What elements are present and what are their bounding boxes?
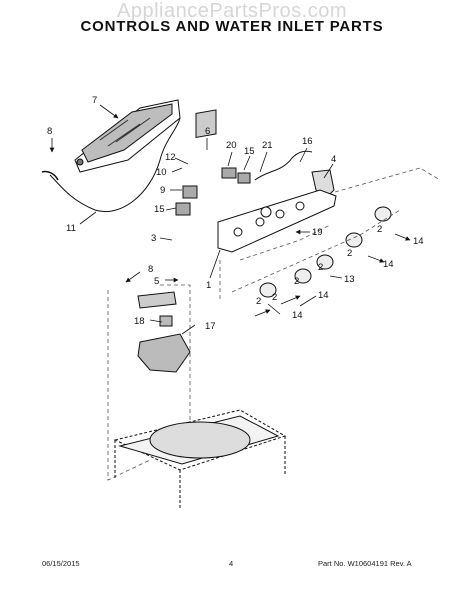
callout-1: 1 — [206, 280, 211, 291]
callout-2e: 2 — [272, 292, 277, 303]
callout-3: 3 — [151, 233, 156, 244]
harness-plug — [41, 170, 59, 181]
callout-4: 4 — [331, 154, 336, 165]
wire-harness — [49, 117, 181, 212]
callout-11: 11 — [66, 223, 76, 234]
callout-14b: 14 — [383, 259, 394, 270]
callout-21: 21 — [262, 140, 273, 151]
footer-part-number: Part No. W10604191 Rev. A — [318, 559, 412, 568]
callout-14a: 14 — [413, 236, 424, 247]
callout-19: 19 — [312, 227, 323, 238]
callout-5: 5 — [154, 276, 159, 287]
callout-20: 20 — [226, 140, 237, 151]
callout-15b: 15 — [154, 204, 165, 215]
callout-2b: 2 — [347, 248, 352, 259]
callout-15: 15 — [244, 146, 255, 157]
callout-2a: 2 — [377, 224, 382, 235]
callout-10: 10 — [156, 167, 167, 178]
callout-14d: 14 — [292, 310, 303, 321]
water-valve — [137, 291, 191, 373]
page-title: CONTROLS AND WATER INLET PARTS — [80, 18, 384, 35]
leader-lines — [49, 104, 411, 335]
console-assembly — [74, 99, 181, 173]
footer-date: 06/15/2015 — [42, 559, 80, 568]
callout-6: 6 — [205, 126, 210, 137]
callout-13: 13 — [344, 274, 355, 285]
control-panel — [217, 189, 337, 253]
callout-16: 16 — [302, 136, 313, 147]
callout-17: 17 — [205, 321, 216, 332]
callout-9: 9 — [160, 185, 165, 196]
knobs — [259, 206, 392, 298]
callout-12: 12 — [165, 152, 176, 163]
footer-page-number: 4 — [229, 559, 234, 568]
control-board — [175, 109, 251, 216]
watermark: AppliancePartsPros.com — [117, 0, 347, 22]
callout-14c: 14 — [318, 290, 329, 301]
callout-2c: 2 — [318, 262, 323, 273]
assembly-lines — [107, 167, 441, 481]
callout-18: 18 — [134, 316, 145, 327]
cabinet-top — [113, 409, 287, 510]
callout-2d: 2 — [294, 276, 299, 287]
callout-2f: 2 — [256, 296, 261, 307]
callout-7: 7 — [92, 95, 97, 106]
callout-labels: 7 8 6 12 10 20 15 21 16 4 9 15 11 3 8 5 … — [47, 95, 424, 332]
callout-8: 8 — [47, 126, 52, 137]
callout-8b: 8 — [148, 264, 153, 275]
